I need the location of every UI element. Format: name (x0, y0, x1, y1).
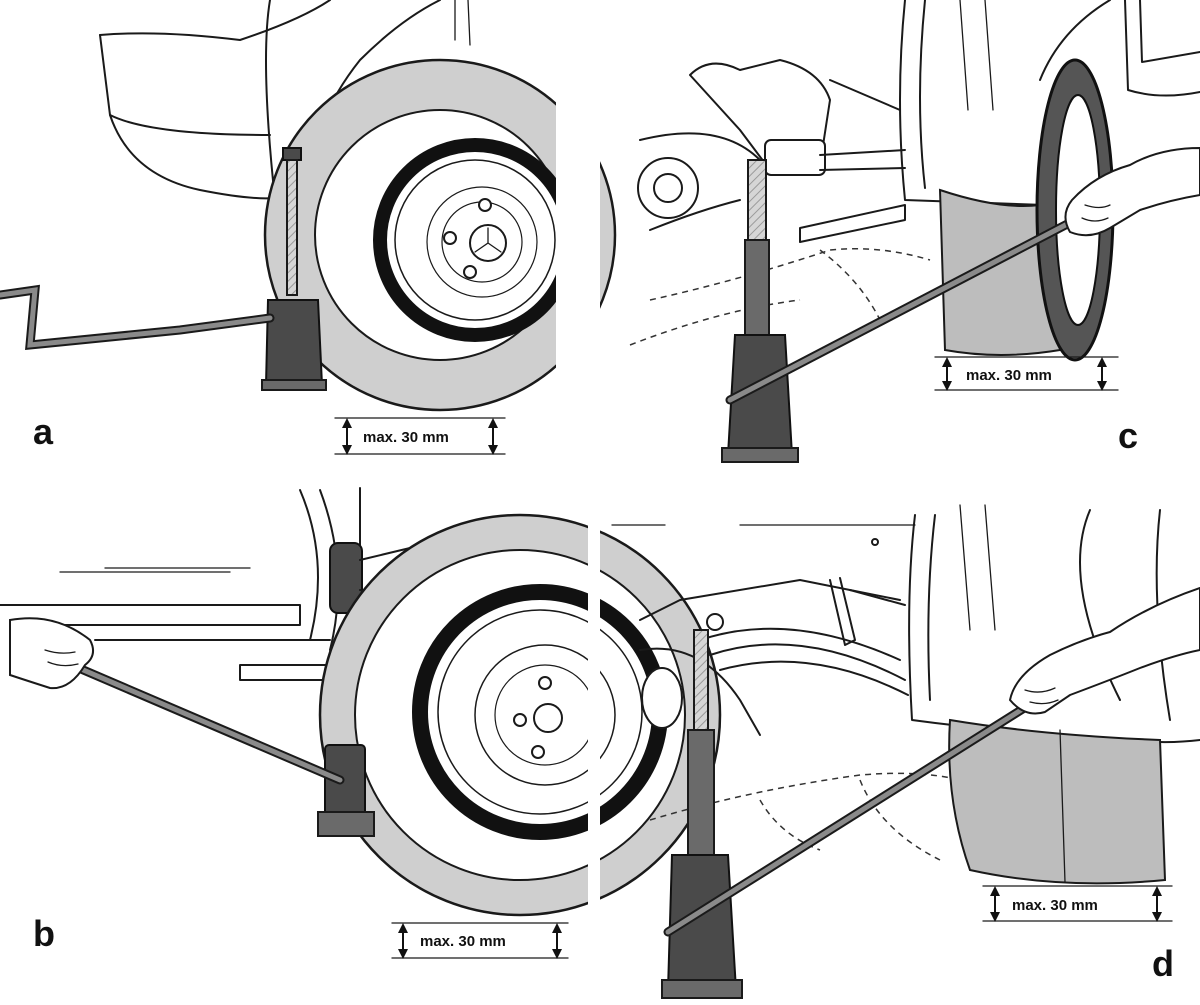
measurement-label-c: max. 30 mm (966, 367, 1052, 384)
panel-c: max. 30 mm c (629, 0, 1200, 463)
measurement-label-a: max. 30 mm (363, 429, 449, 446)
panel-letter-c: c (1118, 415, 1138, 456)
measurement-label-d: max. 30 mm (1012, 897, 1098, 914)
panel-d: max. 30 mm d (611, 504, 1200, 999)
panel-letter-d: d (1152, 943, 1174, 984)
panel-a: max. 30 mm a (0, 0, 617, 470)
panel-b: max. 30 mm b (0, 480, 722, 1005)
panel-letter-a: a (33, 411, 54, 452)
measurement-label-b: max. 30 mm (420, 933, 506, 950)
panel-letter-b: b (33, 913, 55, 954)
